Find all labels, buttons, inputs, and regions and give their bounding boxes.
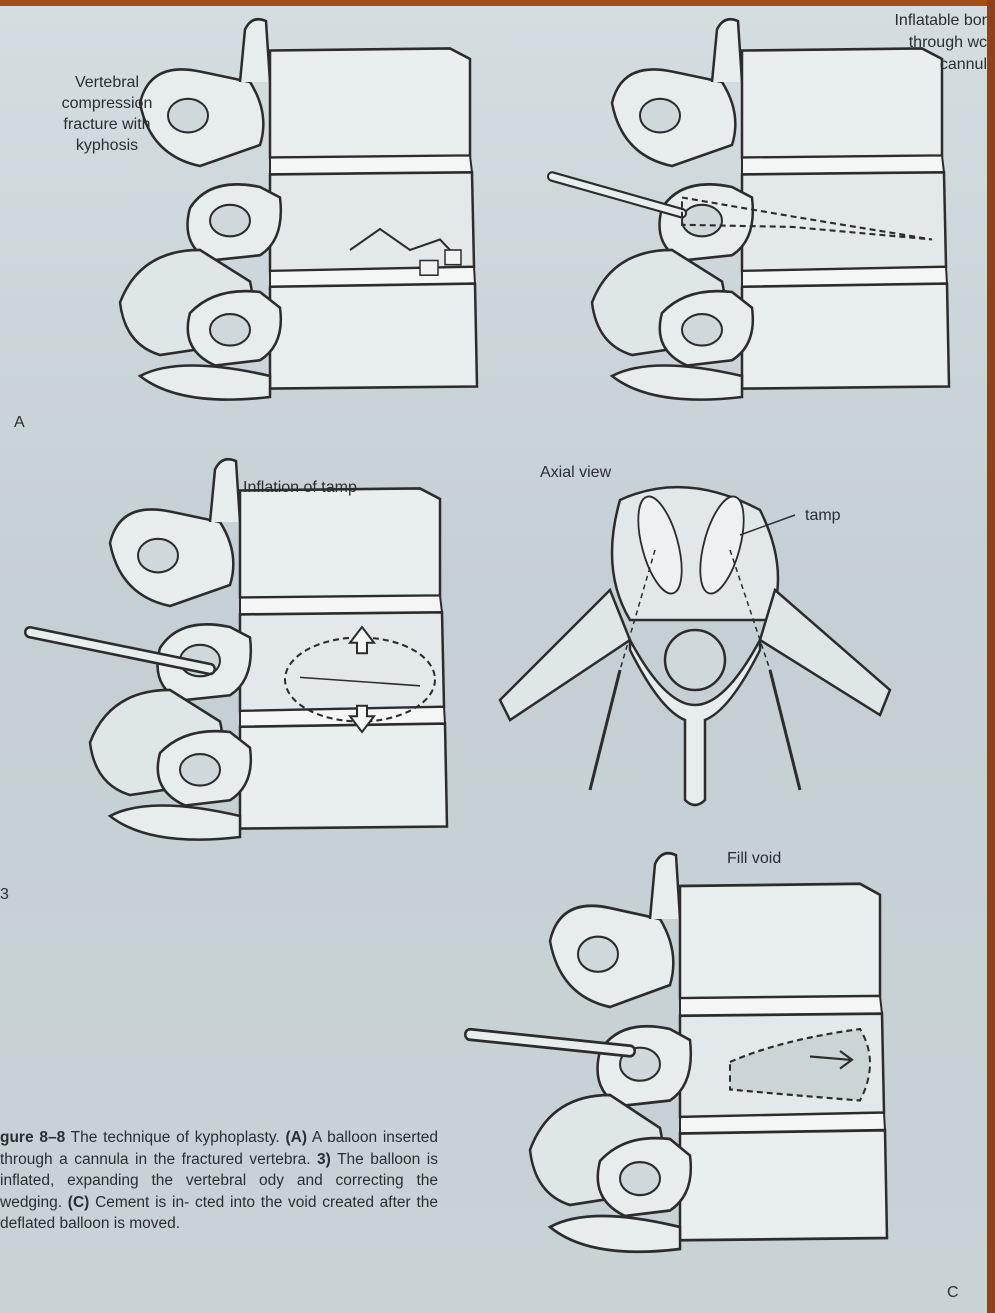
label-inflatable-line1: Inflatable bor: [800, 10, 987, 31]
label-tamp: tamp: [805, 505, 841, 526]
label-axial-view: Axial view: [540, 462, 611, 483]
panel-letter-a: A: [14, 414, 25, 432]
panel-c-vertebrae: [470, 853, 887, 1252]
caption-ref-c: (C): [68, 1194, 90, 1211]
label-vertebral-compression-fracture: Vertebral compression fracture with kyph…: [52, 72, 162, 156]
label-inflation-of-tamp: Inflation of tamp: [243, 477, 357, 498]
panel-a-vertebrae: [120, 19, 477, 399]
panel-letter-c: C: [947, 1284, 959, 1302]
label-inflatable-line3: cannul: [800, 54, 987, 75]
figure-caption: gure 8–8 The technique of kyphoplasty. (…: [0, 1127, 438, 1235]
panel-a2-vertebrae: [552, 19, 949, 399]
label-fill-void: Fill void: [727, 848, 781, 869]
caption-ref-a: (A): [285, 1129, 307, 1146]
caption-text-1: The technique of kyphoplasty.: [65, 1129, 285, 1146]
panel-b-vertebrae: [30, 459, 447, 839]
caption-figure-label: gure 8–8: [0, 1129, 65, 1146]
panel-axial-view: [500, 487, 890, 805]
panel-letter-b: 3: [0, 886, 9, 904]
caption-ref-b: 3): [317, 1151, 331, 1168]
label-inflatable-line2: through wc: [800, 32, 987, 53]
